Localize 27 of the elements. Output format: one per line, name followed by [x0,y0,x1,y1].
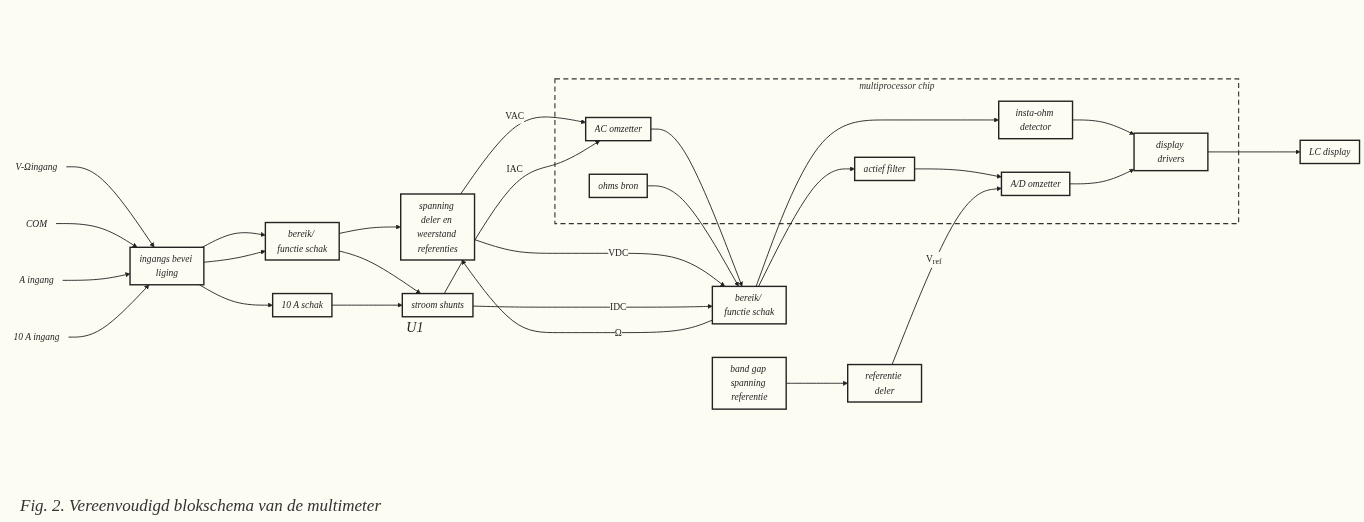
node-box: LC display [1299,139,1361,165]
node-box: actief filter [853,156,916,182]
beside-note: U1 [406,319,424,336]
node-box: A/D omzetter [1000,171,1071,197]
edge-label: IAC [506,163,523,175]
node-box: ingangs bevei liging [129,246,205,286]
edge-label: IDC [610,301,627,313]
node-box: bereik/ functie schak [264,221,340,261]
node-box: AC omzetter [584,116,652,142]
node-box: spanning deler en weerstand referenties [400,193,476,261]
node-text: A ingang [19,274,54,286]
node-box: referentie deler [847,363,923,403]
node-text: V-Ωingang [15,161,58,172]
node-box: ohms bron [588,173,648,199]
node-box: insta-ohm detector [998,100,1074,140]
edge-label: V$_{ref}$ [925,253,942,266]
node-box: 10 A schak [271,292,333,318]
node-box: stroom shunts [401,292,474,318]
node-box: display drivers [1133,132,1209,172]
node-box: band gap spanning referentie [711,356,787,410]
edge-label: VAC [505,110,525,122]
node-text: 10 A ingang [13,331,60,343]
edge-label: VDC [608,247,629,259]
node-box: bereik/ functie schak [711,285,787,325]
caption: Fig. 2. Vereenvoudigd blokschema van de multimeter [20,496,381,516]
edge-label: Ω [614,327,622,338]
node-text: COM [25,218,48,229]
